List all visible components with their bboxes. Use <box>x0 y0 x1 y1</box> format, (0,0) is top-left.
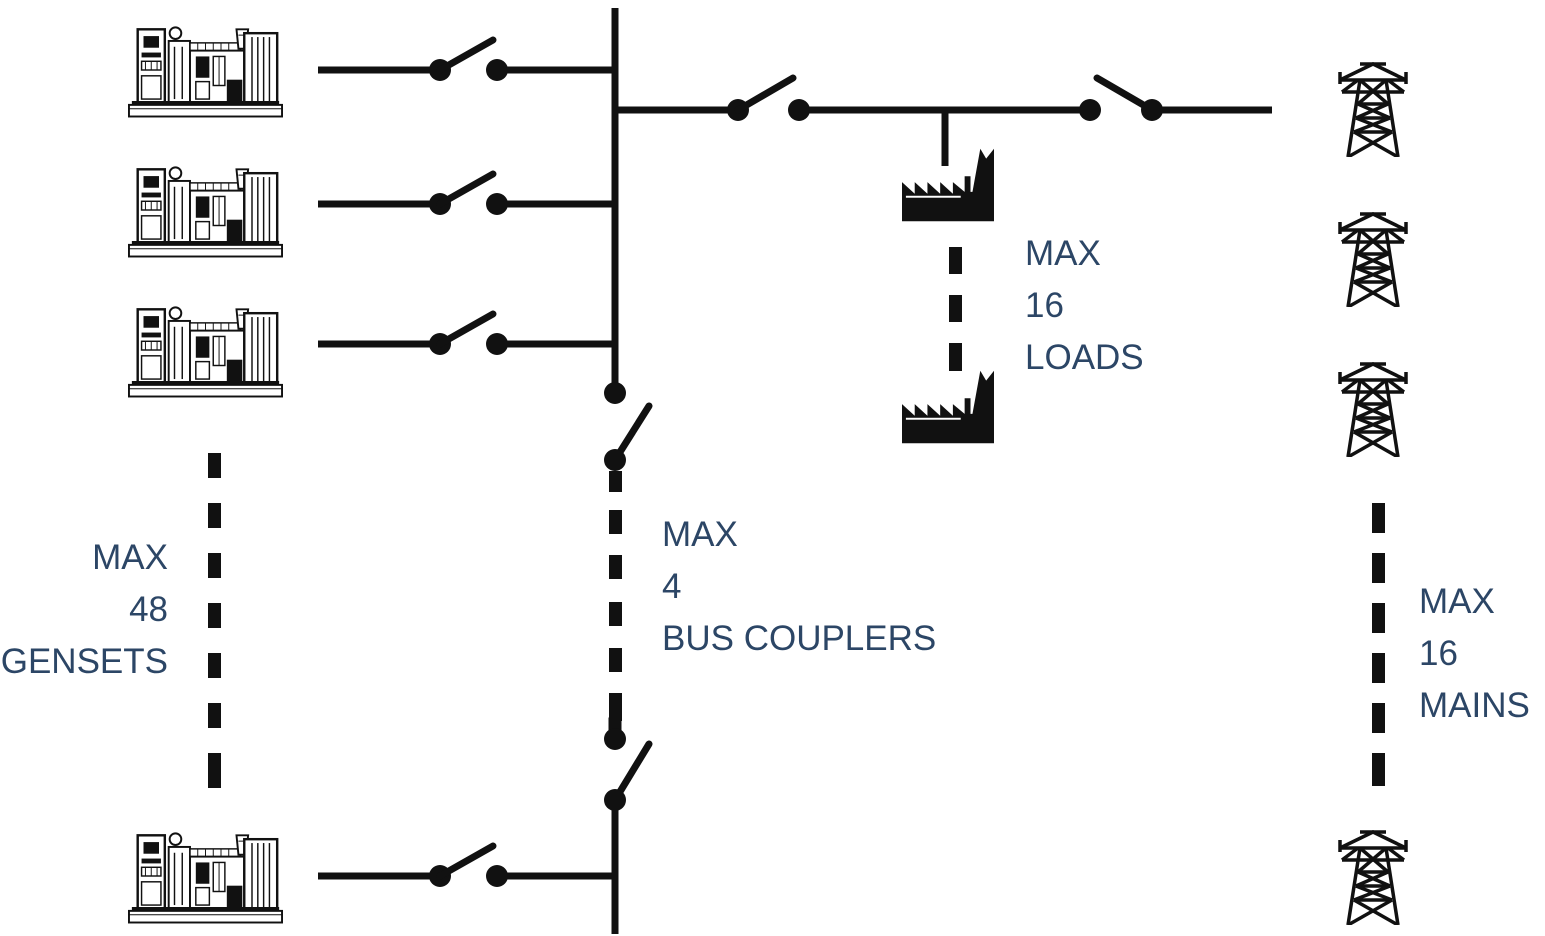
mains-label: MAX 16 MAINS <box>1419 576 1530 732</box>
gensets-label-line3: GENSETS <box>0 642 168 681</box>
load-branch <box>902 110 994 444</box>
generator-icon <box>128 832 283 924</box>
transmission-tower-icon <box>1338 830 1408 925</box>
loads-label-line2: 16 <box>1025 286 1064 325</box>
generator-icon <box>128 306 283 398</box>
genset-feeder-4 <box>128 832 615 924</box>
factory-icon <box>902 370 994 444</box>
generator-icon <box>128 26 283 118</box>
mains-tie-line <box>615 74 1272 121</box>
bus-coupler-dashes <box>608 471 622 743</box>
transmission-tower-icon <box>1338 362 1408 457</box>
genset-feeder-1 <box>128 26 615 118</box>
mains-label-line2: 16 <box>1419 634 1458 673</box>
transmission-tower-icon <box>1338 212 1408 307</box>
mains-label-line1: MAX <box>1419 582 1495 621</box>
bus-coupler-1 <box>604 402 653 471</box>
genset-continuation-dashes <box>208 453 221 788</box>
bus-coupler-2 <box>604 728 653 934</box>
genset-feeder-3 <box>128 306 615 398</box>
bus-couplers-label-line3: BUS COUPLERS <box>662 619 937 658</box>
bus-couplers-label: MAX 4 BUS COUPLERS <box>662 509 936 665</box>
loads-label: MAX 16 LOADS <box>1025 228 1144 384</box>
gensets-label-line2: 48 <box>129 590 168 629</box>
loads-label-line1: MAX <box>1025 234 1101 273</box>
bus-couplers-label-line1: MAX <box>662 515 738 554</box>
generator-icon <box>128 166 283 258</box>
gensets-label: MAX 48 GENSETS <box>0 532 168 688</box>
genset-feeder-2 <box>128 166 615 258</box>
bus-couplers-label-line2: 4 <box>662 567 682 606</box>
transmission-tower-icon <box>1338 62 1408 157</box>
mains-label-line3: MAINS <box>1419 686 1530 725</box>
mains-column <box>1338 62 1408 925</box>
loads-label-line3: LOADS <box>1025 338 1144 377</box>
gensets-label-line1: MAX <box>92 538 168 577</box>
